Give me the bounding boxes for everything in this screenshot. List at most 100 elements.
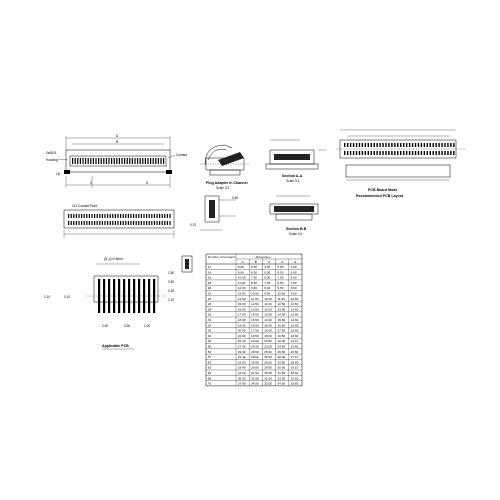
table-cell: 26 [208, 302, 212, 306]
top-pin [133, 214, 135, 218]
table-cell: 19.50 [251, 334, 259, 338]
top-pin [138, 214, 140, 218]
table-cell: 10.60 [291, 297, 299, 301]
top-pin [140, 214, 142, 218]
contact-pin [129, 158, 131, 164]
section-a-scale: Scale 3:1 [286, 179, 300, 183]
top-pin [130, 214, 132, 218]
table-cell: 27.90 [238, 345, 246, 349]
table-cell: 24.50 [251, 345, 259, 349]
top-pin [73, 214, 75, 218]
table-cell: 30.00 [264, 371, 272, 375]
contact-pin [74, 158, 76, 164]
contact-pin [98, 158, 100, 164]
pcb-pad [450, 143, 452, 147]
top-pin [94, 221, 96, 225]
table-cell: 36 [208, 329, 212, 333]
table-cell: 33.60 [291, 382, 299, 386]
table-cell: 30.00 [277, 366, 285, 370]
pcb-right-4: 1.10 [168, 298, 174, 302]
pcb-pad [405, 151, 408, 155]
contact-pin [121, 158, 123, 164]
table-cell: 32 [208, 318, 212, 322]
pcb-pad [370, 143, 372, 147]
table-cell: 19.50 [277, 334, 285, 338]
top-pin [164, 221, 166, 225]
table-cell: 33.50 [251, 376, 259, 380]
top-pin [156, 221, 158, 225]
top-pin [120, 221, 122, 225]
table-cell: 13.50 [277, 307, 285, 311]
pcb-pad [373, 151, 375, 155]
table-cell: 28 [208, 307, 212, 311]
contact-pin [113, 158, 115, 164]
pcb-pad [364, 151, 367, 155]
top-pin [127, 214, 129, 218]
top-pin [109, 214, 111, 218]
table-cell: 8.90 [238, 265, 244, 269]
pcb-pad [411, 151, 414, 155]
table-cell: 26.50 [251, 350, 259, 354]
pcb-right-3: 0.30 [168, 289, 174, 293]
contact-pin [85, 158, 87, 164]
pcb-pad [447, 151, 449, 155]
top-pin [99, 221, 101, 225]
table-cell: 34.50 [277, 382, 285, 386]
top-pin [153, 221, 155, 225]
pcb-pad [417, 151, 420, 155]
table-cell: 14.00 [264, 318, 272, 322]
top-pin [73, 221, 75, 225]
top-pin [125, 221, 127, 225]
table-border [205, 253, 303, 387]
table-cell: 4.00 [264, 265, 270, 269]
table-cell: 7.60 [291, 281, 297, 285]
contact-pin [152, 158, 154, 164]
top-pin [117, 214, 119, 218]
pcb-layout: PCB Board Mode Recommended PCB Layout [336, 129, 466, 198]
contact-pin [90, 158, 92, 164]
table-cell: 24.50 [277, 345, 285, 349]
contact-pin [134, 158, 136, 164]
contact-pin [139, 158, 141, 164]
top-view-label: 2x1 Contact Point [72, 204, 97, 208]
pcb-pad [379, 151, 381, 155]
pcb-pad [349, 151, 352, 155]
top-pin [86, 221, 88, 225]
detail-label-a: 0.50 [232, 196, 238, 200]
pcb-pad [352, 151, 355, 155]
top-pin [88, 221, 90, 225]
table-cell: 14.50 [277, 313, 285, 317]
table-cell: 13.00 [264, 313, 272, 317]
section-b-scale: Scale 3:1 [289, 232, 303, 236]
table-cell: 22.90 [238, 334, 246, 338]
top-pin [125, 214, 127, 218]
top-pin [143, 221, 145, 225]
table-cell: 28.00 [264, 360, 272, 364]
top-pin [86, 214, 88, 218]
pcb-pad [382, 151, 384, 155]
contact-pin [87, 158, 89, 164]
top-pin [146, 214, 148, 218]
section-b-caption: Section B-B [286, 227, 307, 231]
front-view: A B 2xØ0.5 Housing Contact LB C D [46, 134, 187, 188]
table-cell: 22.00 [277, 339, 285, 343]
pcb-pad [429, 151, 431, 155]
table-cell: 19.90 [238, 323, 246, 327]
table-column-header: B [255, 260, 257, 264]
pcb-pad [382, 143, 384, 147]
side-view-plug-adapter: Plug Adapter in Channel Scale 3:1 [200, 144, 250, 190]
table-cell: 16.50 [251, 323, 259, 327]
table-cell: 30.60 [291, 371, 299, 375]
table-cell: 36.90 [238, 376, 246, 380]
dim-label-a: A [116, 134, 119, 138]
pcb-pad [358, 151, 361, 155]
table-cell: 16 [208, 276, 212, 280]
table-cell: 8.50 [251, 281, 257, 285]
table-cell: 30.00 [251, 366, 259, 370]
top-pin [166, 221, 168, 225]
table-cell: 7.50 [277, 276, 283, 280]
table-cell: 40 [208, 334, 212, 338]
pcb-pad [355, 151, 358, 155]
top-pin [81, 214, 83, 218]
